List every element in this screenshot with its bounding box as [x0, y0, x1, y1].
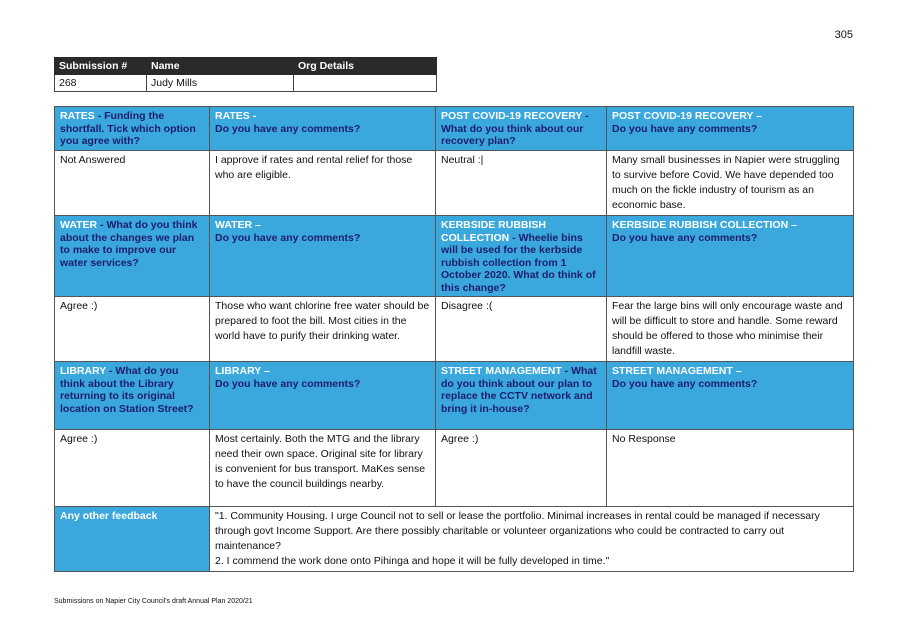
library-street-answer-row: Agree :) Most certainly. Both the MTG an… [54, 429, 854, 507]
library-location-answer: Agree :) [54, 429, 210, 507]
rates-covid-answer-row: Not Answered I approve if rates and rent… [54, 150, 854, 216]
submission-responses-table: RATES - Funding the shortfall. Tick whic… [54, 106, 854, 572]
rates-covid-header-row: RATES - Funding the shortfall. Tick whic… [54, 106, 854, 151]
rates-comments-header: RATES -Do you have any comments? [209, 106, 436, 151]
org-details-header: Org Details [293, 57, 437, 75]
water-kerbside-answer-row: Agree :) Those who want chlorine free wa… [54, 296, 854, 362]
submission-number-header: Submission # [54, 57, 147, 75]
library-comments-header: LIBRARY –Do you have any comments? [209, 361, 436, 430]
kerbside-comments-header: KERBSIDE RUBBISH COLLECTION –Do you have… [606, 215, 854, 297]
other-feedback-answer: "1. Community Housing. I urge Council no… [209, 506, 854, 572]
street-cctv-header: STREET MANAGEMENT - What do you think ab… [435, 361, 607, 430]
library-street-header-row: LIBRARY - What do you think about the Li… [54, 361, 854, 430]
name-cell: Judy Mills [146, 74, 294, 92]
other-feedback-paragraph-1: "1. Community Housing. I urge Council no… [215, 510, 820, 552]
covid-comments-header: POST COVID-19 RECOVERY –Do you have any … [606, 106, 854, 151]
rates-funding-answer: Not Answered [54, 150, 210, 216]
kerbside-change-header: KERBSIDE RUBBISH COLLECTION - Wheelie bi… [435, 215, 607, 297]
library-location-header: LIBRARY - What do you think about the Li… [54, 361, 210, 430]
water-comments-header: WATER –Do you have any comments? [209, 215, 436, 297]
street-comments-header: STREET MANAGEMENT –Do you have any comme… [606, 361, 854, 430]
street-comments-answer: No Response [606, 429, 854, 507]
rates-funding-header: RATES - Funding the shortfall. Tick whic… [54, 106, 210, 151]
page-number: 305 [834, 29, 853, 41]
library-comments-answer: Most certainly. Both the MTG and the lib… [209, 429, 436, 507]
water-changes-answer: Agree :) [54, 296, 210, 362]
submission-table-row: 268 Judy Mills [54, 74, 437, 92]
covid-recovery-header: POST COVID-19 RECOVERY - What do you thi… [435, 106, 607, 151]
water-comments-answer: Those who want chlorine free water shoul… [209, 296, 436, 362]
covid-comments-answer: Many small businesses in Napier were str… [606, 150, 854, 216]
rates-comments-answer: I approve if rates and rental relief for… [209, 150, 436, 216]
kerbside-change-answer: Disagree :( [435, 296, 607, 362]
other-feedback-row: Any other feedback "1. Community Housing… [54, 506, 854, 572]
submission-number-cell: 268 [54, 74, 147, 92]
water-changes-header: WATER - What do you think about the chan… [54, 215, 210, 297]
submission-table-header-row: Submission # Name Org Details [54, 57, 437, 75]
water-kerbside-header-row: WATER - What do you think about the chan… [54, 215, 854, 297]
org-details-cell [293, 74, 437, 92]
street-cctv-answer: Agree :) [435, 429, 607, 507]
other-feedback-paragraph-2: 2. I commend the work done onto Pihinga … [215, 555, 610, 567]
other-feedback-header: Any other feedback [54, 506, 210, 572]
kerbside-comments-answer: Fear the large bins will only encourage … [606, 296, 854, 362]
document-footer: Submissions on Napier City Council's dra… [54, 598, 253, 605]
name-header: Name [146, 57, 294, 75]
covid-recovery-answer: Neutral :| [435, 150, 607, 216]
submission-table: Submission # Name Org Details 268 Judy M… [54, 57, 437, 92]
